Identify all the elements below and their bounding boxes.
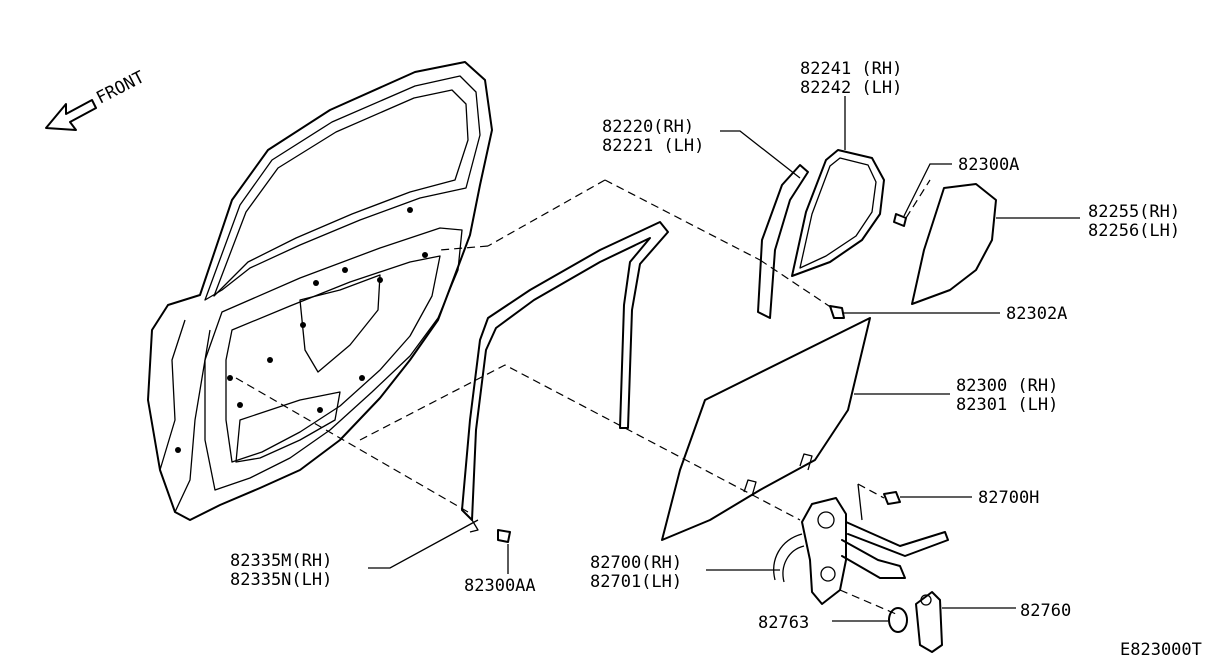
callout-82242: 82242 (LH) bbox=[800, 78, 902, 98]
callout-82300AA: 82300AA bbox=[464, 576, 536, 596]
diagram-code: E823000T bbox=[1120, 640, 1202, 660]
assembly-lines bbox=[235, 179, 931, 615]
front-arrow-icon bbox=[45, 99, 97, 131]
bolt-82300AA bbox=[497, 529, 511, 543]
front-label: FRONT bbox=[93, 67, 148, 108]
leader-lines bbox=[368, 96, 1080, 622]
callout-82220: 82220(RH) bbox=[602, 117, 694, 137]
clip-82302A bbox=[829, 305, 845, 319]
callout-82335M: 82335M(RH) bbox=[230, 551, 332, 571]
callout-82760: 82760 bbox=[1020, 601, 1071, 621]
rear-door-panel bbox=[147, 61, 493, 521]
callout-82241: 82241 (RH) bbox=[800, 59, 902, 79]
bolt-82700H bbox=[883, 491, 901, 505]
callout-82700H: 82700H bbox=[978, 488, 1039, 508]
callout-82700: 82700(RH) bbox=[590, 553, 682, 573]
callout-82763: 82763 bbox=[758, 613, 809, 633]
callout-82221: 82221 (LH) bbox=[602, 136, 704, 156]
regulator-handle bbox=[915, 591, 943, 653]
screw-82300A bbox=[893, 213, 907, 227]
callout-82701: 82701(LH) bbox=[590, 572, 682, 592]
callout-82335N: 82335N(LH) bbox=[230, 570, 332, 590]
rear-door-run-channel bbox=[461, 221, 669, 533]
callout-82300: 82300 (RH) bbox=[956, 376, 1058, 396]
window-regulator bbox=[773, 483, 949, 605]
partition-sash bbox=[757, 164, 809, 319]
door-glass bbox=[661, 317, 871, 541]
fixed-glass-weatherstrip bbox=[791, 149, 885, 277]
callout-82255: 82255(RH) bbox=[1088, 202, 1180, 222]
callout-82300A: 82300A bbox=[958, 155, 1019, 175]
fixed-rear-glass bbox=[911, 183, 997, 305]
callout-82301: 82301 (LH) bbox=[956, 395, 1058, 415]
callout-82302A: 82302A bbox=[1006, 304, 1067, 324]
escutcheon-ring bbox=[888, 607, 908, 633]
callout-82256: 82256(LH) bbox=[1088, 221, 1180, 241]
